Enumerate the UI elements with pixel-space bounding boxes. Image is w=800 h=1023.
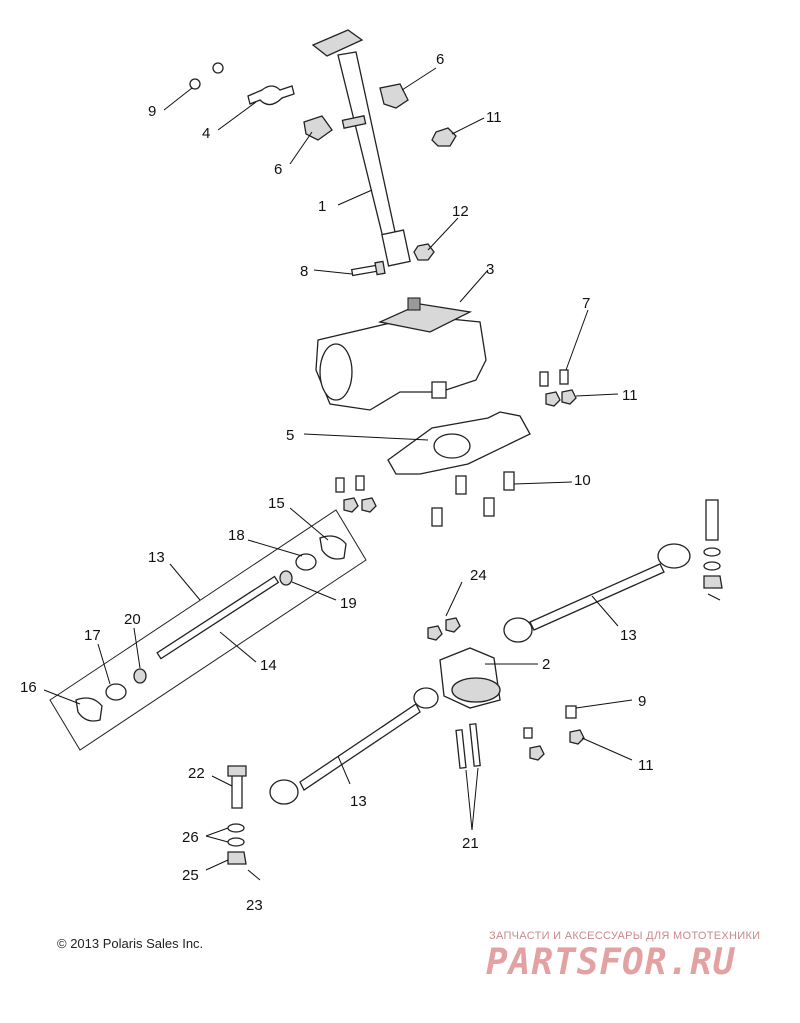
tie-rod-lower [269,687,439,805]
bolt-8 [350,260,386,277]
steering-column [311,29,411,267]
nut-11-mid [529,745,545,761]
screw-9-top [189,62,224,90]
callout-16: 16 [20,679,37,696]
callout-17: 17 [84,627,101,644]
callout-13c: 13 [350,793,367,810]
callout-25: 25 [182,867,199,884]
callout-6b: 6 [274,161,282,178]
callout-23: 23 [246,897,263,914]
leader-lines [43,67,633,871]
copyright-text: © 2013 Polaris Sales Inc. [57,936,204,951]
bolt-stack-right [703,499,723,601]
callout-14: 14 [260,657,277,674]
nut-11-top [431,127,457,147]
callout-26: 26 [182,829,199,846]
callout-24: 24 [470,567,487,584]
callout-20: 20 [124,611,141,628]
callout-9b: 9 [638,693,646,710]
callout-1: 1 [318,198,326,215]
callout-12: 12 [452,203,469,220]
callout-19: 19 [340,595,357,612]
callout-8: 8 [300,263,308,280]
screw-9-lower [565,705,577,719]
callout-9a: 9 [148,103,156,120]
bolt-stack-22 [227,765,261,881]
steering-gearbox [315,297,487,411]
nut-11-lower [569,729,585,745]
tie-rod-left-assembly [75,535,347,722]
screw-lower [523,727,533,739]
bushing-6-upper [379,83,409,109]
callout-6a: 6 [436,51,444,68]
callout-11c: 11 [638,757,654,774]
callout-13a: 13 [148,549,165,566]
callout-11a: 11 [486,109,502,126]
bolts-7 [539,369,569,387]
callout-13b: 13 [620,627,637,644]
plate-hole [433,433,471,459]
tie-rod-right-upper [503,543,691,643]
washer-24 [445,617,461,633]
nut-12 [413,243,435,261]
watermark-tagline: ЗАПЧАСТИ И АКСЕССУАРЫ ДЛЯ МОТОТЕХНИКИ [489,930,761,942]
callout-15: 15 [268,495,285,512]
nuts-11-plate [545,389,577,407]
callout-2: 2 [542,656,550,673]
nut-24 [427,625,443,641]
callout-3: 3 [486,261,494,278]
callout-10: 10 [574,472,591,489]
callout-5: 5 [286,427,294,444]
callout-7: 7 [582,295,590,312]
clamp-4 [247,85,295,106]
bolts-10 [335,471,515,527]
bolts-21 [455,723,481,769]
tie-rod-detail-box [49,509,367,751]
callout-22: 22 [188,765,205,782]
idler-arm-2 [439,647,501,709]
callout-11b: 11 [622,387,638,404]
watermark-logo: PARTSFOR.RU [486,942,736,983]
callout-21: 21 [462,835,479,852]
callout-labels: 1 2 3 4 5 6 6 7 8 9 9 10 11 11 11 12 13 … [20,51,654,914]
callout-18: 18 [228,527,245,544]
callout-4: 4 [202,125,210,142]
bushing-6-lower [303,115,333,141]
